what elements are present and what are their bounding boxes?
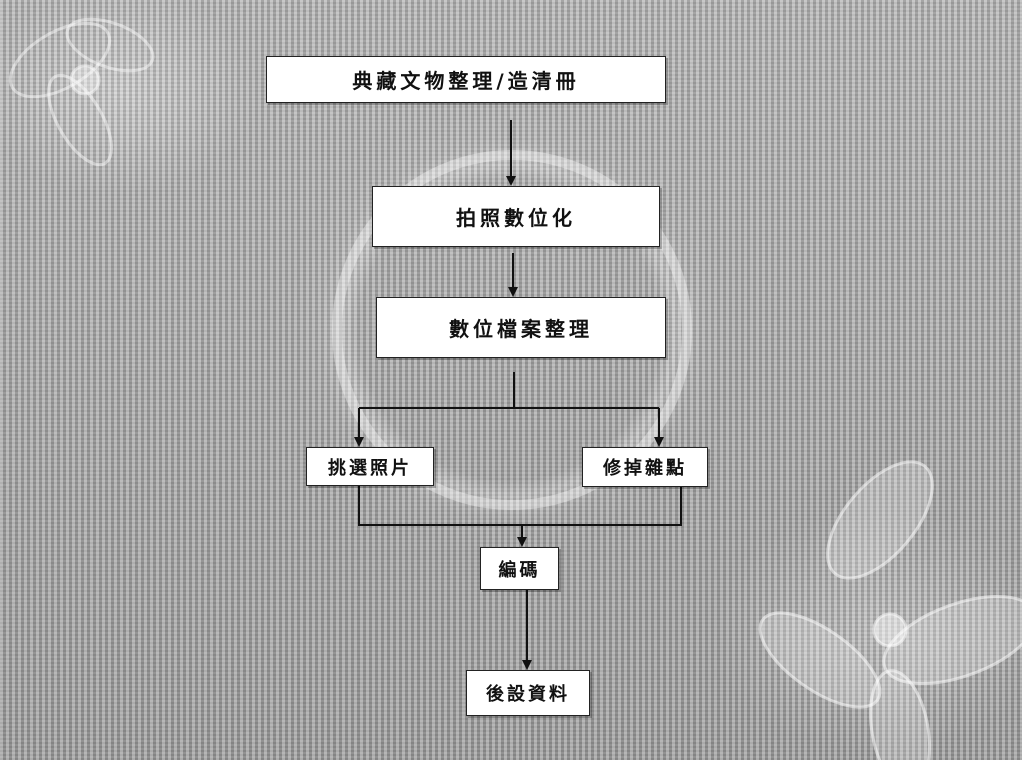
connector-n5-merge (522, 487, 682, 526)
node-encoding: 編碼 (480, 547, 559, 590)
top-left-flower-icon (8, 17, 155, 167)
node-digital-file-organization: 數位檔案整理 (376, 297, 666, 358)
node-metadata: 後設資料 (466, 670, 590, 716)
node-select-photos: 挑選照片 (306, 447, 434, 486)
connector-n4-merge (358, 486, 522, 526)
node-photo-digitization: 拍照數位化 (372, 186, 660, 247)
node-inventory-cataloging: 典藏文物整理/造清冊 (266, 56, 666, 103)
node-remove-noise: 修掉雜點 (582, 447, 708, 487)
bottom-right-flower-icon (758, 460, 1022, 760)
